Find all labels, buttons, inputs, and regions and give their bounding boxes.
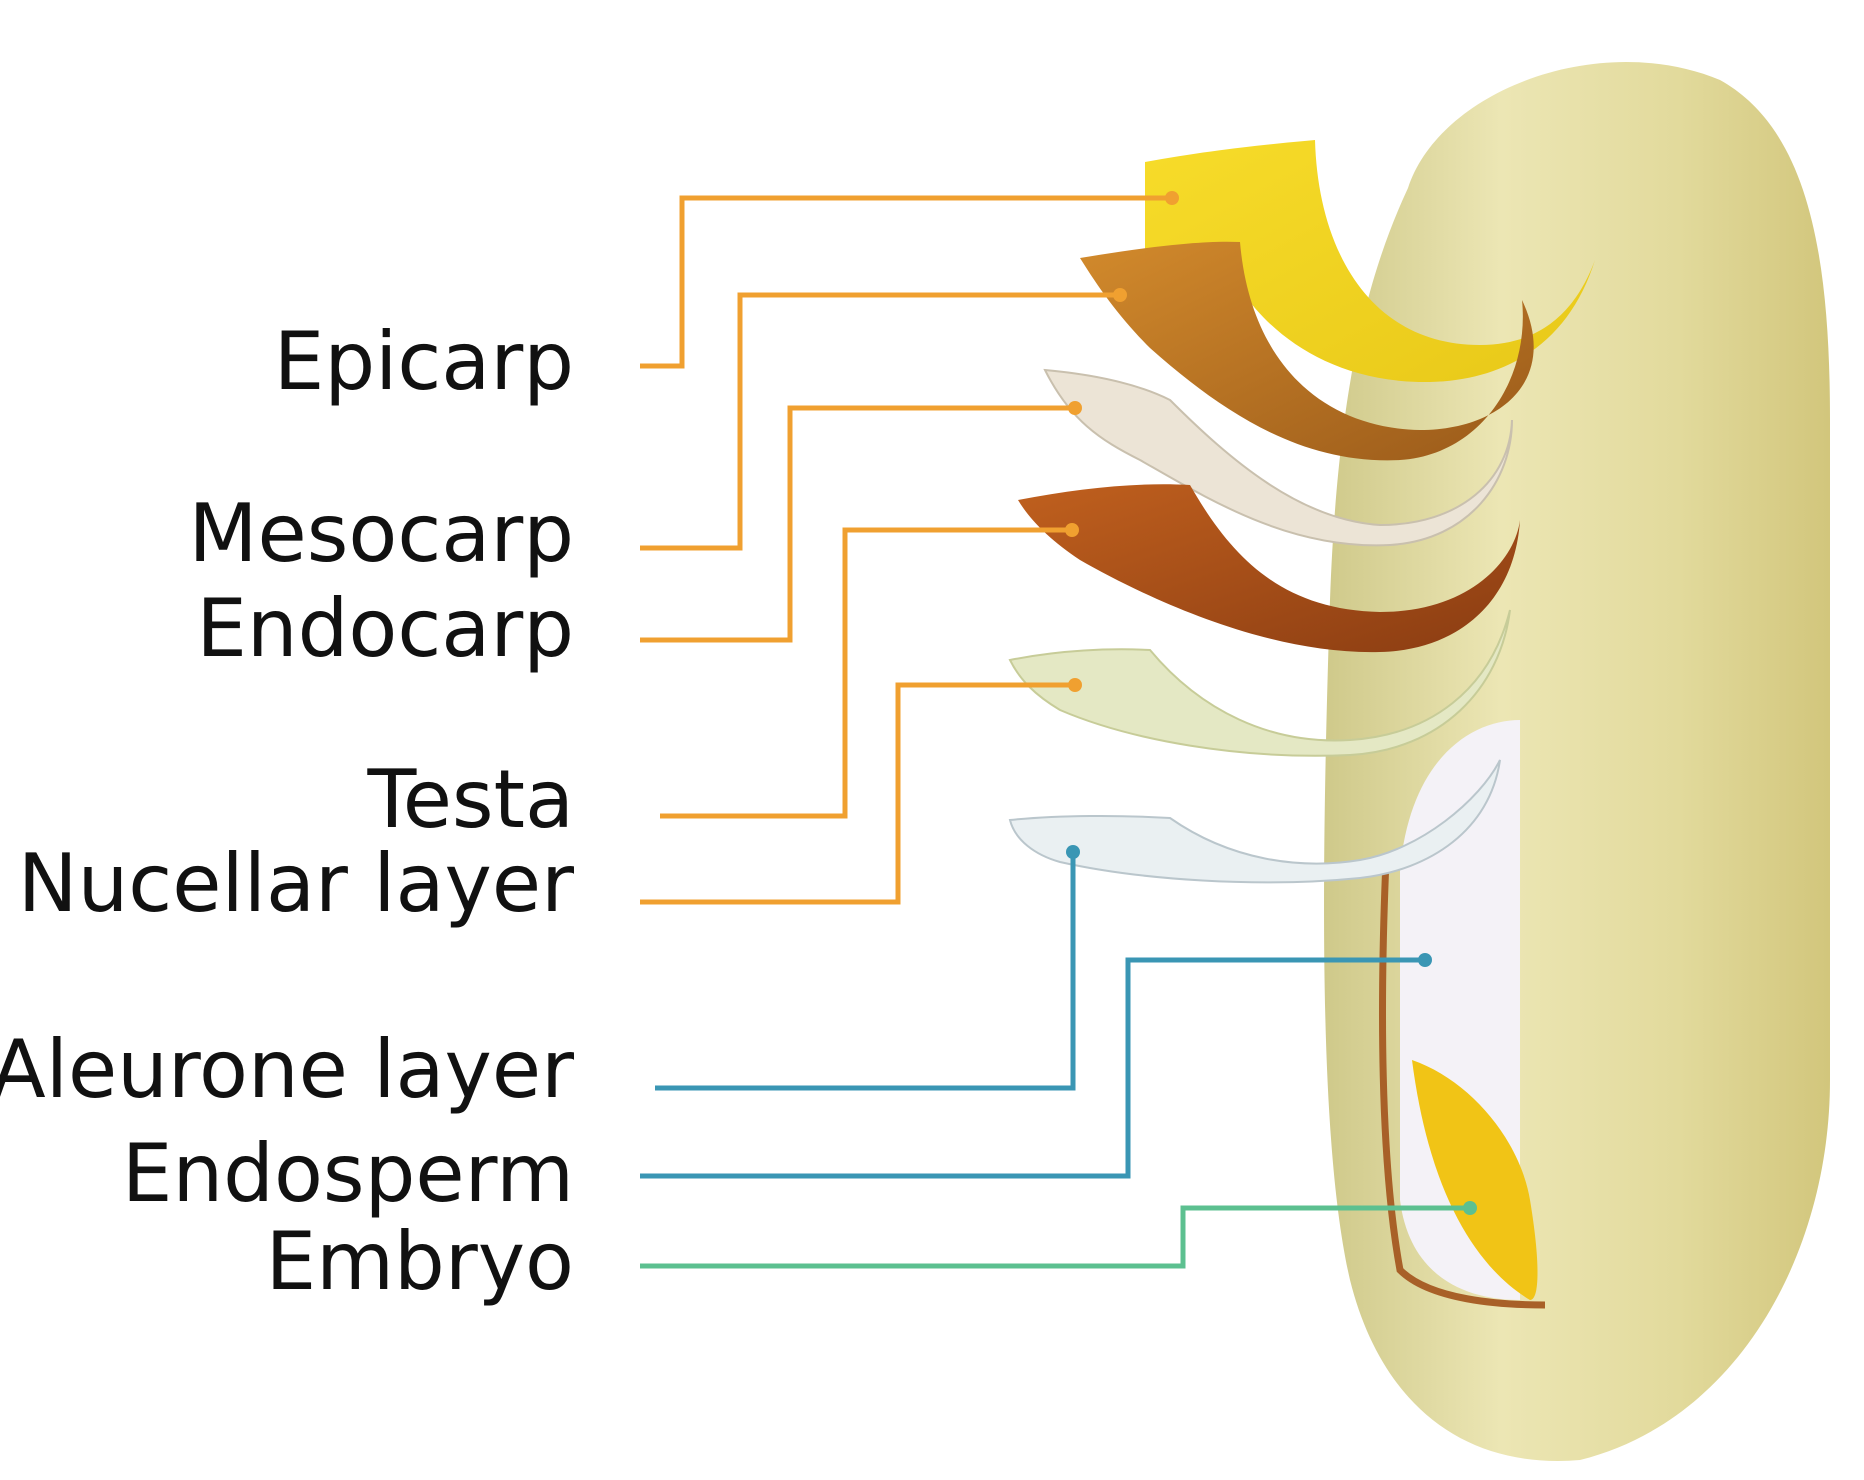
dot-endosperm	[1418, 953, 1432, 967]
leader-nucellar	[640, 682, 1075, 905]
embryo-shape	[1412, 1060, 1538, 1300]
leader-mesocarp	[640, 292, 1120, 551]
label-aleurone: Aleurone layer	[0, 1023, 574, 1116]
dot-aleurone	[1066, 845, 1080, 859]
label-mesocarp: Mesocarp	[188, 487, 574, 580]
dot-endocarp	[1068, 401, 1082, 415]
leader-embryo	[640, 1205, 1470, 1269]
nucellar-layer	[1008, 759, 1501, 884]
label-endosperm: Endosperm	[121, 1127, 574, 1220]
aleurone-band	[1379, 859, 1546, 1309]
dot-embryo	[1463, 1201, 1477, 1215]
leader-aleurone	[655, 852, 1076, 1091]
label-testa: Testa	[367, 753, 574, 846]
label-endocarp: Endocarp	[196, 582, 574, 675]
label-nucellar: Nucellar layer	[17, 837, 574, 930]
epicarp-layer	[1145, 140, 1595, 383]
testa-layer	[1008, 609, 1511, 757]
leader-testa	[660, 527, 1072, 819]
dot-nucellar	[1068, 678, 1082, 692]
label-embryo: Embryo	[265, 1215, 574, 1308]
mesocarp-layer	[1080, 241, 1534, 461]
label-epicarp: Epicarp	[273, 315, 574, 408]
leader-epicarp	[640, 195, 1172, 369]
leader-endocarp	[640, 405, 1075, 643]
endocarp-layer	[1018, 484, 1520, 653]
dot-epicarp	[1165, 191, 1179, 205]
fibrous-layer	[1043, 368, 1513, 547]
leader-endosperm	[640, 957, 1425, 1179]
dot-testa	[1065, 523, 1079, 537]
dot-mesocarp	[1113, 288, 1127, 302]
